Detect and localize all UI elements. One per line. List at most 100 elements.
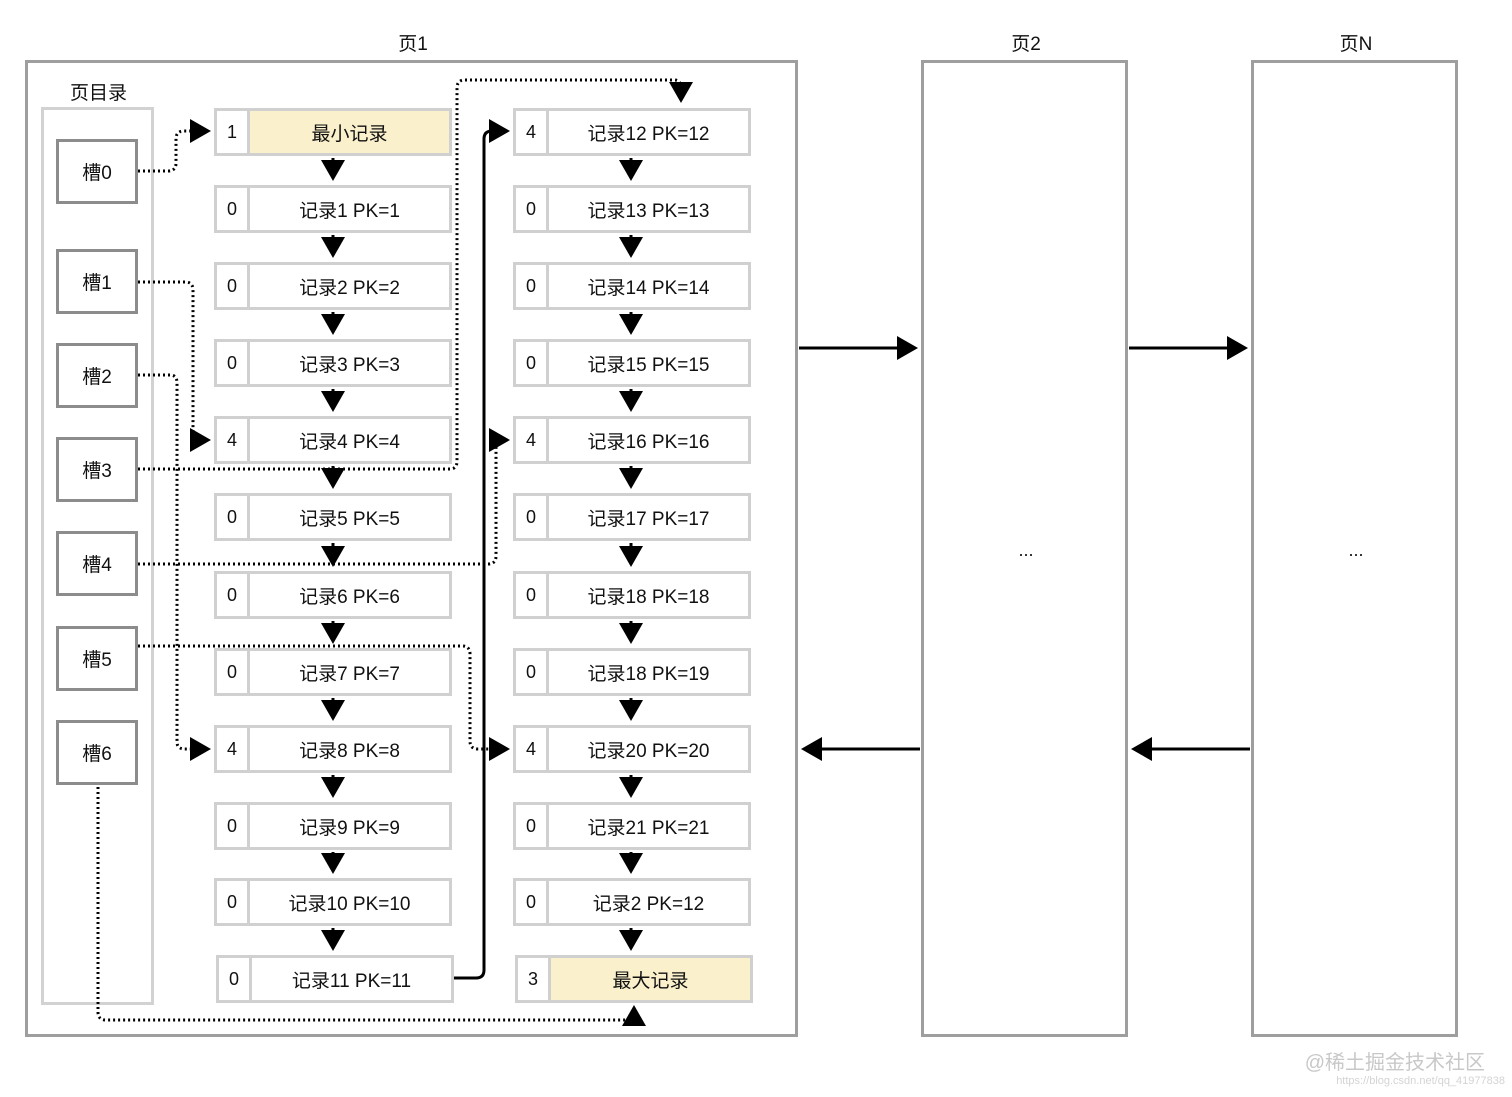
n-owned: 4 bbox=[516, 419, 549, 461]
page-2-ellipsis: ... bbox=[1018, 540, 1034, 560]
record-label: 记录16 PK=16 bbox=[587, 431, 710, 453]
record: 0 记录5 PK=5 bbox=[214, 493, 452, 541]
slot-0-pointer bbox=[138, 119, 211, 173]
record-supremum: 3 最大记录 bbox=[515, 955, 753, 1003]
n-owned: 0 bbox=[516, 342, 549, 384]
n-owned: 0 bbox=[219, 958, 252, 1000]
n-owned: 0 bbox=[217, 265, 250, 307]
record-label: 记录3 PK=3 bbox=[299, 354, 400, 376]
slot-2: 槽2 bbox=[56, 343, 138, 408]
record: 0 记录15 PK=15 bbox=[513, 339, 751, 387]
n-owned: 0 bbox=[516, 188, 549, 230]
record-label: 记录10 PK=10 bbox=[288, 893, 411, 915]
page-1-title: 页1 bbox=[398, 34, 428, 55]
slot-5: 槽5 bbox=[56, 626, 138, 691]
watermark-url: https://blog.csdn.net/qq_41977838 bbox=[1336, 1075, 1505, 1087]
page-n-title: 页N bbox=[1339, 34, 1373, 55]
n-owned: 4 bbox=[217, 419, 250, 461]
page-n-box bbox=[1251, 60, 1458, 1037]
n-owned: 0 bbox=[217, 805, 250, 847]
n-owned: 4 bbox=[516, 111, 549, 153]
record-label: 最小记录 bbox=[250, 111, 449, 153]
slot-2-pointer bbox=[138, 373, 211, 761]
record-label: 记录6 PK=6 bbox=[299, 586, 400, 608]
record: 4 记录20 PK=20 bbox=[513, 725, 751, 773]
record: 0 记录18 PK=18 bbox=[513, 571, 751, 619]
record-label: 记录20 PK=20 bbox=[587, 740, 710, 762]
n-owned: 0 bbox=[516, 805, 549, 847]
record-label: 记录18 PK=19 bbox=[587, 663, 710, 685]
slot-5-pointer bbox=[138, 644, 510, 761]
record: 0 记录21 PK=21 bbox=[513, 802, 751, 850]
record: 0 记录2 PK=2 bbox=[214, 262, 452, 310]
n-owned: 0 bbox=[516, 574, 549, 616]
slot-6-pointer bbox=[96, 787, 646, 1026]
page-2-title: 页2 bbox=[1011, 34, 1041, 55]
record-label: 记录2 PK=2 bbox=[299, 277, 400, 299]
slot-1-pointer bbox=[138, 280, 211, 452]
record-label: 记录13 PK=13 bbox=[587, 200, 710, 222]
slot-3-pointer bbox=[138, 78, 693, 471]
record-label: 记录14 PK=14 bbox=[587, 277, 710, 299]
slot-pointers bbox=[96, 78, 693, 1026]
n-owned: 0 bbox=[516, 496, 549, 538]
n-owned: 0 bbox=[217, 188, 250, 230]
n-owned: 0 bbox=[516, 651, 549, 693]
record: 0 记录7 PK=7 bbox=[214, 648, 452, 696]
slot-1: 槽1 bbox=[56, 249, 138, 314]
record-label: 记录7 PK=7 bbox=[299, 663, 400, 685]
record-label: 记录9 PK=9 bbox=[299, 817, 400, 839]
slot-4-pointer bbox=[138, 428, 510, 566]
page-links bbox=[799, 336, 1250, 761]
n-owned: 0 bbox=[516, 881, 549, 923]
slot-6: 槽6 bbox=[56, 720, 138, 785]
record-label: 记录21 PK=21 bbox=[587, 817, 710, 839]
n-owned: 4 bbox=[217, 728, 250, 770]
page-2-box bbox=[921, 60, 1128, 1037]
n-owned: 4 bbox=[516, 728, 549, 770]
record: 0 记录10 PK=10 bbox=[214, 878, 452, 926]
record-label: 记录18 PK=18 bbox=[587, 586, 710, 608]
n-owned: 0 bbox=[217, 342, 250, 384]
record: 0 记录11 PK=11 bbox=[216, 955, 454, 1003]
record-label: 记录8 PK=8 bbox=[299, 740, 400, 762]
record-label: 记录17 PK=17 bbox=[587, 508, 710, 530]
record-label: 记录12 PK=12 bbox=[587, 123, 710, 145]
record-label: 记录15 PK=15 bbox=[587, 354, 710, 376]
record-label: 记录5 PK=5 bbox=[299, 508, 400, 530]
record: 0 记录9 PK=9 bbox=[214, 802, 452, 850]
n-owned: 3 bbox=[518, 958, 551, 1000]
n-owned: 0 bbox=[516, 265, 549, 307]
watermark-brand: @稀土掘金技术社区 bbox=[1304, 1052, 1485, 1074]
record-label: 记录2 PK=12 bbox=[592, 893, 705, 915]
next-arrow-col-wrap bbox=[454, 119, 510, 980]
record: 4 记录8 PK=8 bbox=[214, 725, 452, 773]
record-label: 记录4 PK=4 bbox=[299, 431, 400, 453]
n-owned: 1 bbox=[217, 111, 250, 153]
record-label: 记录11 PK=11 bbox=[291, 970, 412, 992]
record: 0 记录14 PK=14 bbox=[513, 262, 751, 310]
page-directory-label: 页目录 bbox=[70, 83, 128, 104]
n-owned: 0 bbox=[217, 881, 250, 923]
record: 0 记录3 PK=3 bbox=[214, 339, 452, 387]
n-owned: 0 bbox=[217, 574, 250, 616]
record: 4 记录4 PK=4 bbox=[214, 416, 452, 464]
slot-4: 槽4 bbox=[56, 531, 138, 596]
record: 4 记录16 PK=16 bbox=[513, 416, 751, 464]
record: 0 记录13 PK=13 bbox=[513, 185, 751, 233]
record: 0 记录1 PK=1 bbox=[214, 185, 452, 233]
record: 0 记录6 PK=6 bbox=[214, 571, 452, 619]
record: 0 记录18 PK=19 bbox=[513, 648, 751, 696]
slot-0: 槽0 bbox=[56, 139, 138, 204]
record: 0 记录17 PK=17 bbox=[513, 493, 751, 541]
record-label: 最大记录 bbox=[551, 958, 750, 1000]
record-infimum: 1 最小记录 bbox=[214, 108, 452, 156]
page-n-ellipsis: ... bbox=[1348, 540, 1364, 560]
n-owned: 0 bbox=[217, 496, 250, 538]
record-label: 记录1 PK=1 bbox=[299, 200, 400, 222]
record: 4 记录12 PK=12 bbox=[513, 108, 751, 156]
record: 0 记录2 PK=12 bbox=[513, 878, 751, 926]
slot-3: 槽3 bbox=[56, 437, 138, 502]
n-owned: 0 bbox=[217, 651, 250, 693]
